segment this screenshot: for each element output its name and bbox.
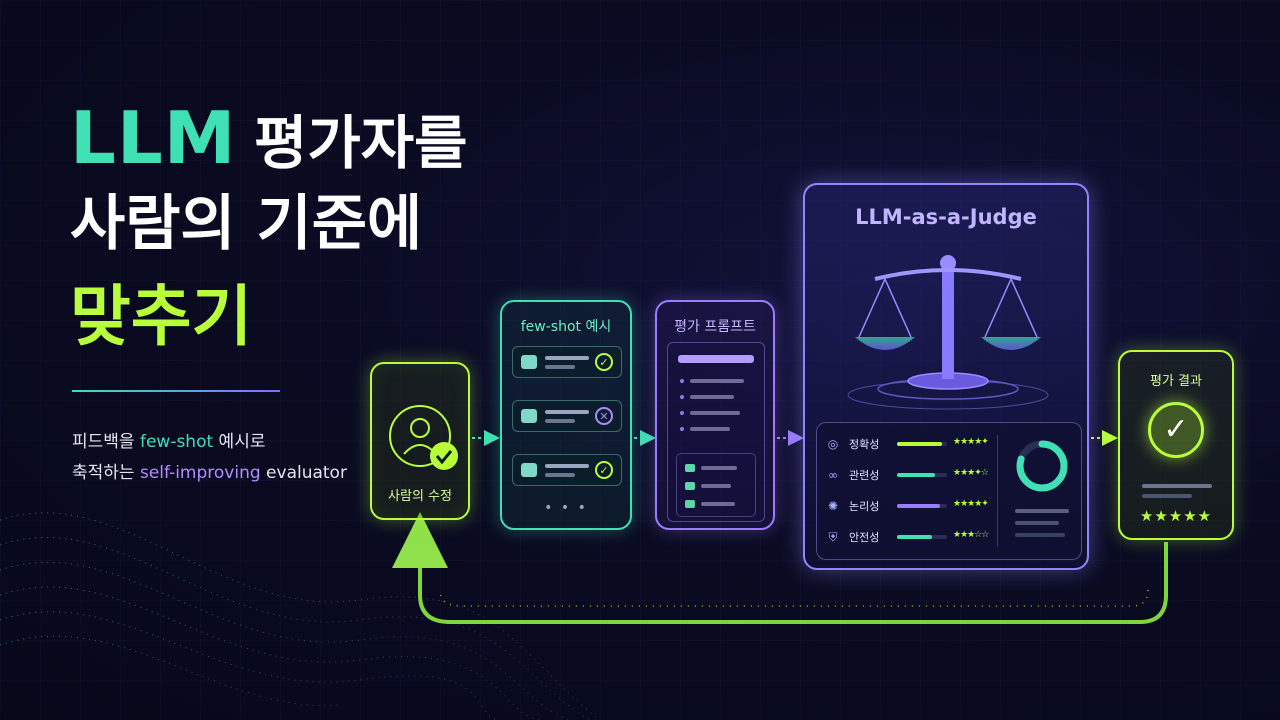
user-check-icon [389,405,458,470]
metric-bar-fill [897,504,940,508]
result-card: 평가 결과 ✓ ★★★★★ [1118,350,1234,540]
shield-icon: ⛨ [828,530,838,544]
link-icon: ∞ [828,468,838,482]
subtitle-line-2: 축적하는 self-improving evaluator [72,458,347,483]
chat-icon [521,355,537,369]
subtitle-2-post: evaluator [260,463,347,483]
metric-bar [897,504,947,508]
metric-stars: ★★★✦☆ [953,468,989,478]
chat-icon [521,409,537,423]
subtitle-line-1: 피드백을 few-shot 예시로 [72,427,265,452]
target-icon: ◎ [827,437,839,451]
headline-line-1: LLM 평가자를 [70,102,467,174]
metric-stars: ★★★★✦ [953,499,989,509]
headline-accent: LLM [70,96,237,180]
judge-title: LLM-as-a-Judge [855,205,1037,229]
metric-bar [897,535,947,539]
subtitle-2-accent: self-improving [139,463,261,483]
feedback-loop-arrow [392,512,1168,624]
eval-prompt-card: 평가 프롬프트 [655,300,775,530]
subtitle-1-pre: 피드백을 [72,432,140,452]
eval-prompt-title: 평가 프롬프트 [674,319,756,335]
score-donut [1016,440,1068,492]
metrics-panel: ◎ 정확성 ★★★★✦ ∞ 관련성 ★★★✦☆ ✺ 논리성 ★★★★✦ ⛨ 안전성 ★★★☆☆ [816,422,1082,560]
few-shot-example: ✓ [512,454,622,486]
metric-row: ⛨ 안전성 ★★★☆☆ [825,526,993,548]
result-title: 평가 결과 [1150,374,1202,389]
few-shot-title: few-shot 예시 [520,319,612,335]
more-ellipsis: • • • [544,500,588,516]
x-circle-icon: ✕ [595,407,613,425]
few-shot-example: ✓ [512,346,622,378]
headline-line-2: 사람의 기준에 [70,189,423,259]
metric-row: ✺ 논리성 ★★★★✦ [825,495,993,517]
judge-card: LLM-as-a-Judge ◎ 정확성 ★★★★✦ ∞ 관련성 ★★★✦☆ ✺ 논리성 ★★★… [803,183,1089,570]
metric-row: ∞ 관련성 ★★★✦☆ [825,464,993,486]
metric-label: 정확성 [849,438,880,451]
human-correction-card: 사람의 수정 [370,362,470,520]
chat-icon [521,463,537,477]
few-shot-card: few-shot 예시 ✓ ✕ ✓ • • • [500,300,632,530]
check-circle-icon: ✓ [595,353,613,371]
human-correction-label: 사람의 수정 [388,489,452,504]
headline-line-1-text: 평가자를 [253,109,468,177]
brain-icon: ✺ [827,499,839,513]
few-shot-example: ✕ [512,400,622,432]
metric-label: 안전성 [849,531,880,544]
metric-bar-fill [897,473,935,477]
result-rating-stars: ★★★★★ [1139,507,1213,525]
subtitle-1-post: 예시로 [213,432,266,452]
headline-divider [72,390,280,392]
metric-bar [897,473,947,477]
metric-bar [897,442,947,446]
check-circle-icon: ✓ [595,461,613,479]
prompt-document [667,342,765,522]
metric-bar-fill [897,535,932,539]
metric-stars: ★★★★✦ [953,437,989,447]
feedback-loop-dots [439,589,1149,607]
metric-stars: ★★★☆☆ [953,530,989,540]
headline-line-3: 맞추기 [70,278,253,355]
check-icon: ✓ [1148,402,1204,458]
scales-icon [847,255,1049,410]
metric-label: 관련성 [849,469,880,482]
prompt-examples-section [676,453,756,517]
subtitle-2-pre: 축적하는 [72,463,140,483]
metric-label: 논리성 [849,500,880,513]
metric-row: ◎ 정확성 ★★★★✦ [825,433,993,455]
subtitle-1-accent: few-shot [139,432,214,452]
metric-bar-fill [897,442,942,446]
